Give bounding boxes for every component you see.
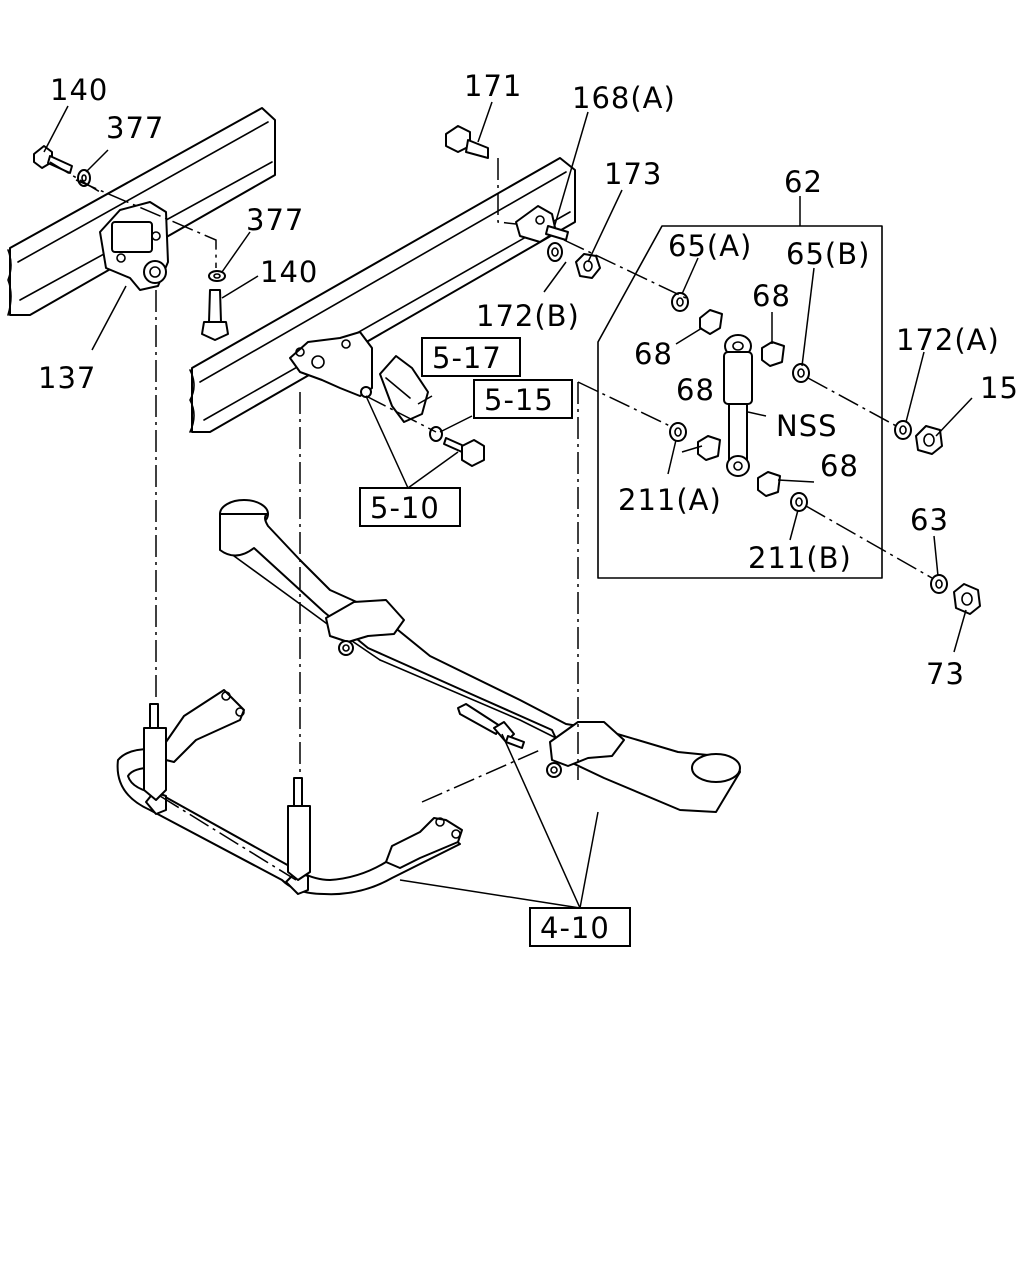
- ref-5-10: 5-10: [370, 491, 440, 525]
- stabilizer-bracket-right: [287, 777, 463, 881]
- shock-absorber: [723, 334, 753, 477]
- callout-63: 63: [910, 503, 949, 537]
- bushings-and-washers: [669, 292, 810, 512]
- callout-68-upper-right: 68: [752, 279, 791, 313]
- stabilizer-link-pin: [457, 703, 525, 749]
- callout-211a: 211(A): [618, 483, 722, 517]
- ref-5-15: 5-15: [484, 383, 554, 417]
- stabilizer-bracket-left: [143, 689, 245, 801]
- callout-15: 15: [980, 371, 1019, 405]
- callout-nss: NSS: [776, 409, 838, 443]
- callout-labels: 140 377 377 140 137 171 168(A) 173 172(B…: [38, 69, 1019, 691]
- callout-211b: 211(B): [748, 541, 852, 575]
- ref-4-10: 4-10: [540, 911, 610, 945]
- callout-171: 171: [464, 69, 522, 103]
- shackle-bracket-168a: [515, 205, 569, 243]
- washer-377-lower: [208, 270, 226, 282]
- callout-137: 137: [38, 361, 96, 395]
- callout-73: 73: [926, 657, 965, 691]
- callout-173: 173: [604, 157, 662, 191]
- leader-lines: [43, 101, 973, 909]
- bolt-171: [445, 125, 489, 159]
- callout-172a: 172(A): [896, 323, 1000, 357]
- assembly-center-lines: [49, 158, 933, 881]
- right-frame-rail: [189, 157, 576, 433]
- washer-172a-and-nut-15: [894, 420, 943, 455]
- callout-65a: 65(A): [668, 229, 752, 263]
- bolt-140-upper: [33, 145, 73, 174]
- callout-172b: 172(B): [476, 299, 580, 333]
- callout-68-lower-left: 68: [676, 373, 715, 407]
- front-axle-beam: [219, 499, 741, 813]
- washer-172b: [547, 242, 563, 262]
- ref-5-17: 5-17: [432, 341, 502, 375]
- callout-377-upper: 377: [106, 111, 164, 145]
- washer-63-and-nut-73: [930, 574, 981, 615]
- shock-absorber-kit-frame: [597, 225, 883, 579]
- callout-68-lower-right: 68: [820, 449, 859, 483]
- callout-62: 62: [784, 165, 823, 199]
- reference-boxes: 5-17 5-15 5-10 4-10: [359, 337, 631, 947]
- callout-377-lower: 377: [246, 203, 304, 237]
- spring-bracket-137: [99, 201, 169, 291]
- callout-65b: 65(B): [786, 237, 870, 271]
- nut-173: [575, 253, 601, 279]
- callout-68-upper-left: 68: [634, 337, 673, 371]
- callout-168a: 168(A): [572, 81, 676, 115]
- callout-140-upper: 140: [50, 73, 108, 107]
- spring-hanger-bracket: [289, 331, 429, 423]
- bolt-140-lower: [201, 289, 229, 341]
- washer-and-bolt-5-15: [429, 426, 485, 467]
- callout-140-lower: 140: [260, 255, 318, 289]
